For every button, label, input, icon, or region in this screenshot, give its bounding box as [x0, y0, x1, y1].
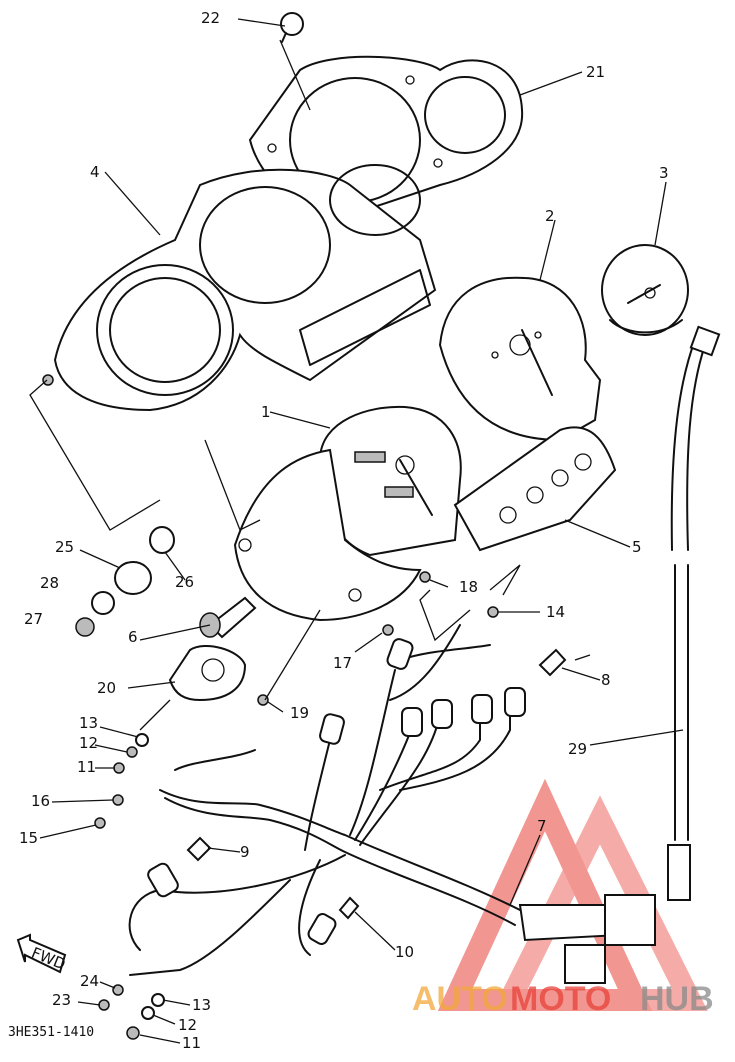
label-11b: 11 [182, 1034, 201, 1052]
label-12b: 12 [178, 1016, 197, 1034]
watermark-auto: AUTO [412, 980, 508, 1018]
label-21: 21 [586, 63, 605, 81]
label-22: 22 [201, 9, 220, 27]
label-9: 9 [240, 843, 250, 861]
part-22-screw [280, 12, 304, 43]
label-6: 6 [128, 628, 138, 646]
part-29-speedo-cable [667, 325, 721, 901]
label-5: 5 [632, 538, 642, 556]
watermark-text: AUTO MOTO HUB [412, 980, 714, 1018]
part-7-wire-harness [128, 624, 656, 984]
part-9-bulb [186, 836, 212, 862]
part-labels: 22 21 4 3 2 1 5 25 26 28 18 27 14 6 17 8… [8, 9, 669, 1052]
label-23: 23 [52, 991, 71, 1009]
part-25-damper [114, 561, 152, 595]
label-17: 17 [333, 654, 352, 672]
part-8-bulb [538, 648, 567, 677]
label-19: 19 [290, 704, 309, 722]
lower-case [233, 448, 422, 622]
part-4-housing [42, 164, 437, 412]
label-14: 14 [546, 603, 565, 621]
label-10: 10 [395, 943, 414, 961]
label-3: 3 [659, 164, 669, 182]
label-16: 16 [31, 792, 50, 810]
watermark-moto: MOTO [510, 980, 611, 1018]
watermark-hub: HUB [640, 980, 714, 1018]
label-2: 2 [545, 207, 555, 225]
part-10-bulb [338, 896, 360, 920]
label-24: 24 [80, 972, 99, 990]
label-8: 8 [601, 671, 611, 689]
label-29: 29 [568, 740, 587, 758]
label-13a: 13 [79, 714, 98, 732]
part-27-nut [75, 617, 95, 637]
label-27: 27 [24, 610, 43, 628]
part-26-grommet [149, 526, 175, 554]
label-7: 7 [537, 817, 547, 835]
part-20-gear-unit [168, 645, 247, 702]
part-28-collar [91, 591, 115, 615]
small-parts [75, 526, 567, 1040]
label-11a: 11 [77, 758, 96, 776]
label-20: 20 [97, 679, 116, 697]
diagram-code: 3HE351-1410 [8, 1025, 94, 1040]
leader-lines [29, 18, 684, 1044]
label-28: 28 [40, 574, 59, 592]
label-15: 15 [19, 829, 38, 847]
part-5-indicator-panel [453, 426, 617, 552]
part-2-tachometer [438, 276, 602, 442]
label-12a: 12 [79, 734, 98, 752]
label-13b: 13 [192, 996, 211, 1014]
fwd-arrow-icon: FWD [16, 933, 68, 974]
label-18: 18 [459, 578, 478, 596]
label-4: 4 [90, 163, 100, 181]
fwd-label: FWD [29, 944, 68, 974]
label-25: 25 [55, 538, 74, 556]
part-3-gauge [601, 244, 689, 336]
part-1-speedometer [318, 405, 462, 557]
label-1: 1 [261, 403, 271, 421]
label-26: 26 [175, 573, 194, 591]
